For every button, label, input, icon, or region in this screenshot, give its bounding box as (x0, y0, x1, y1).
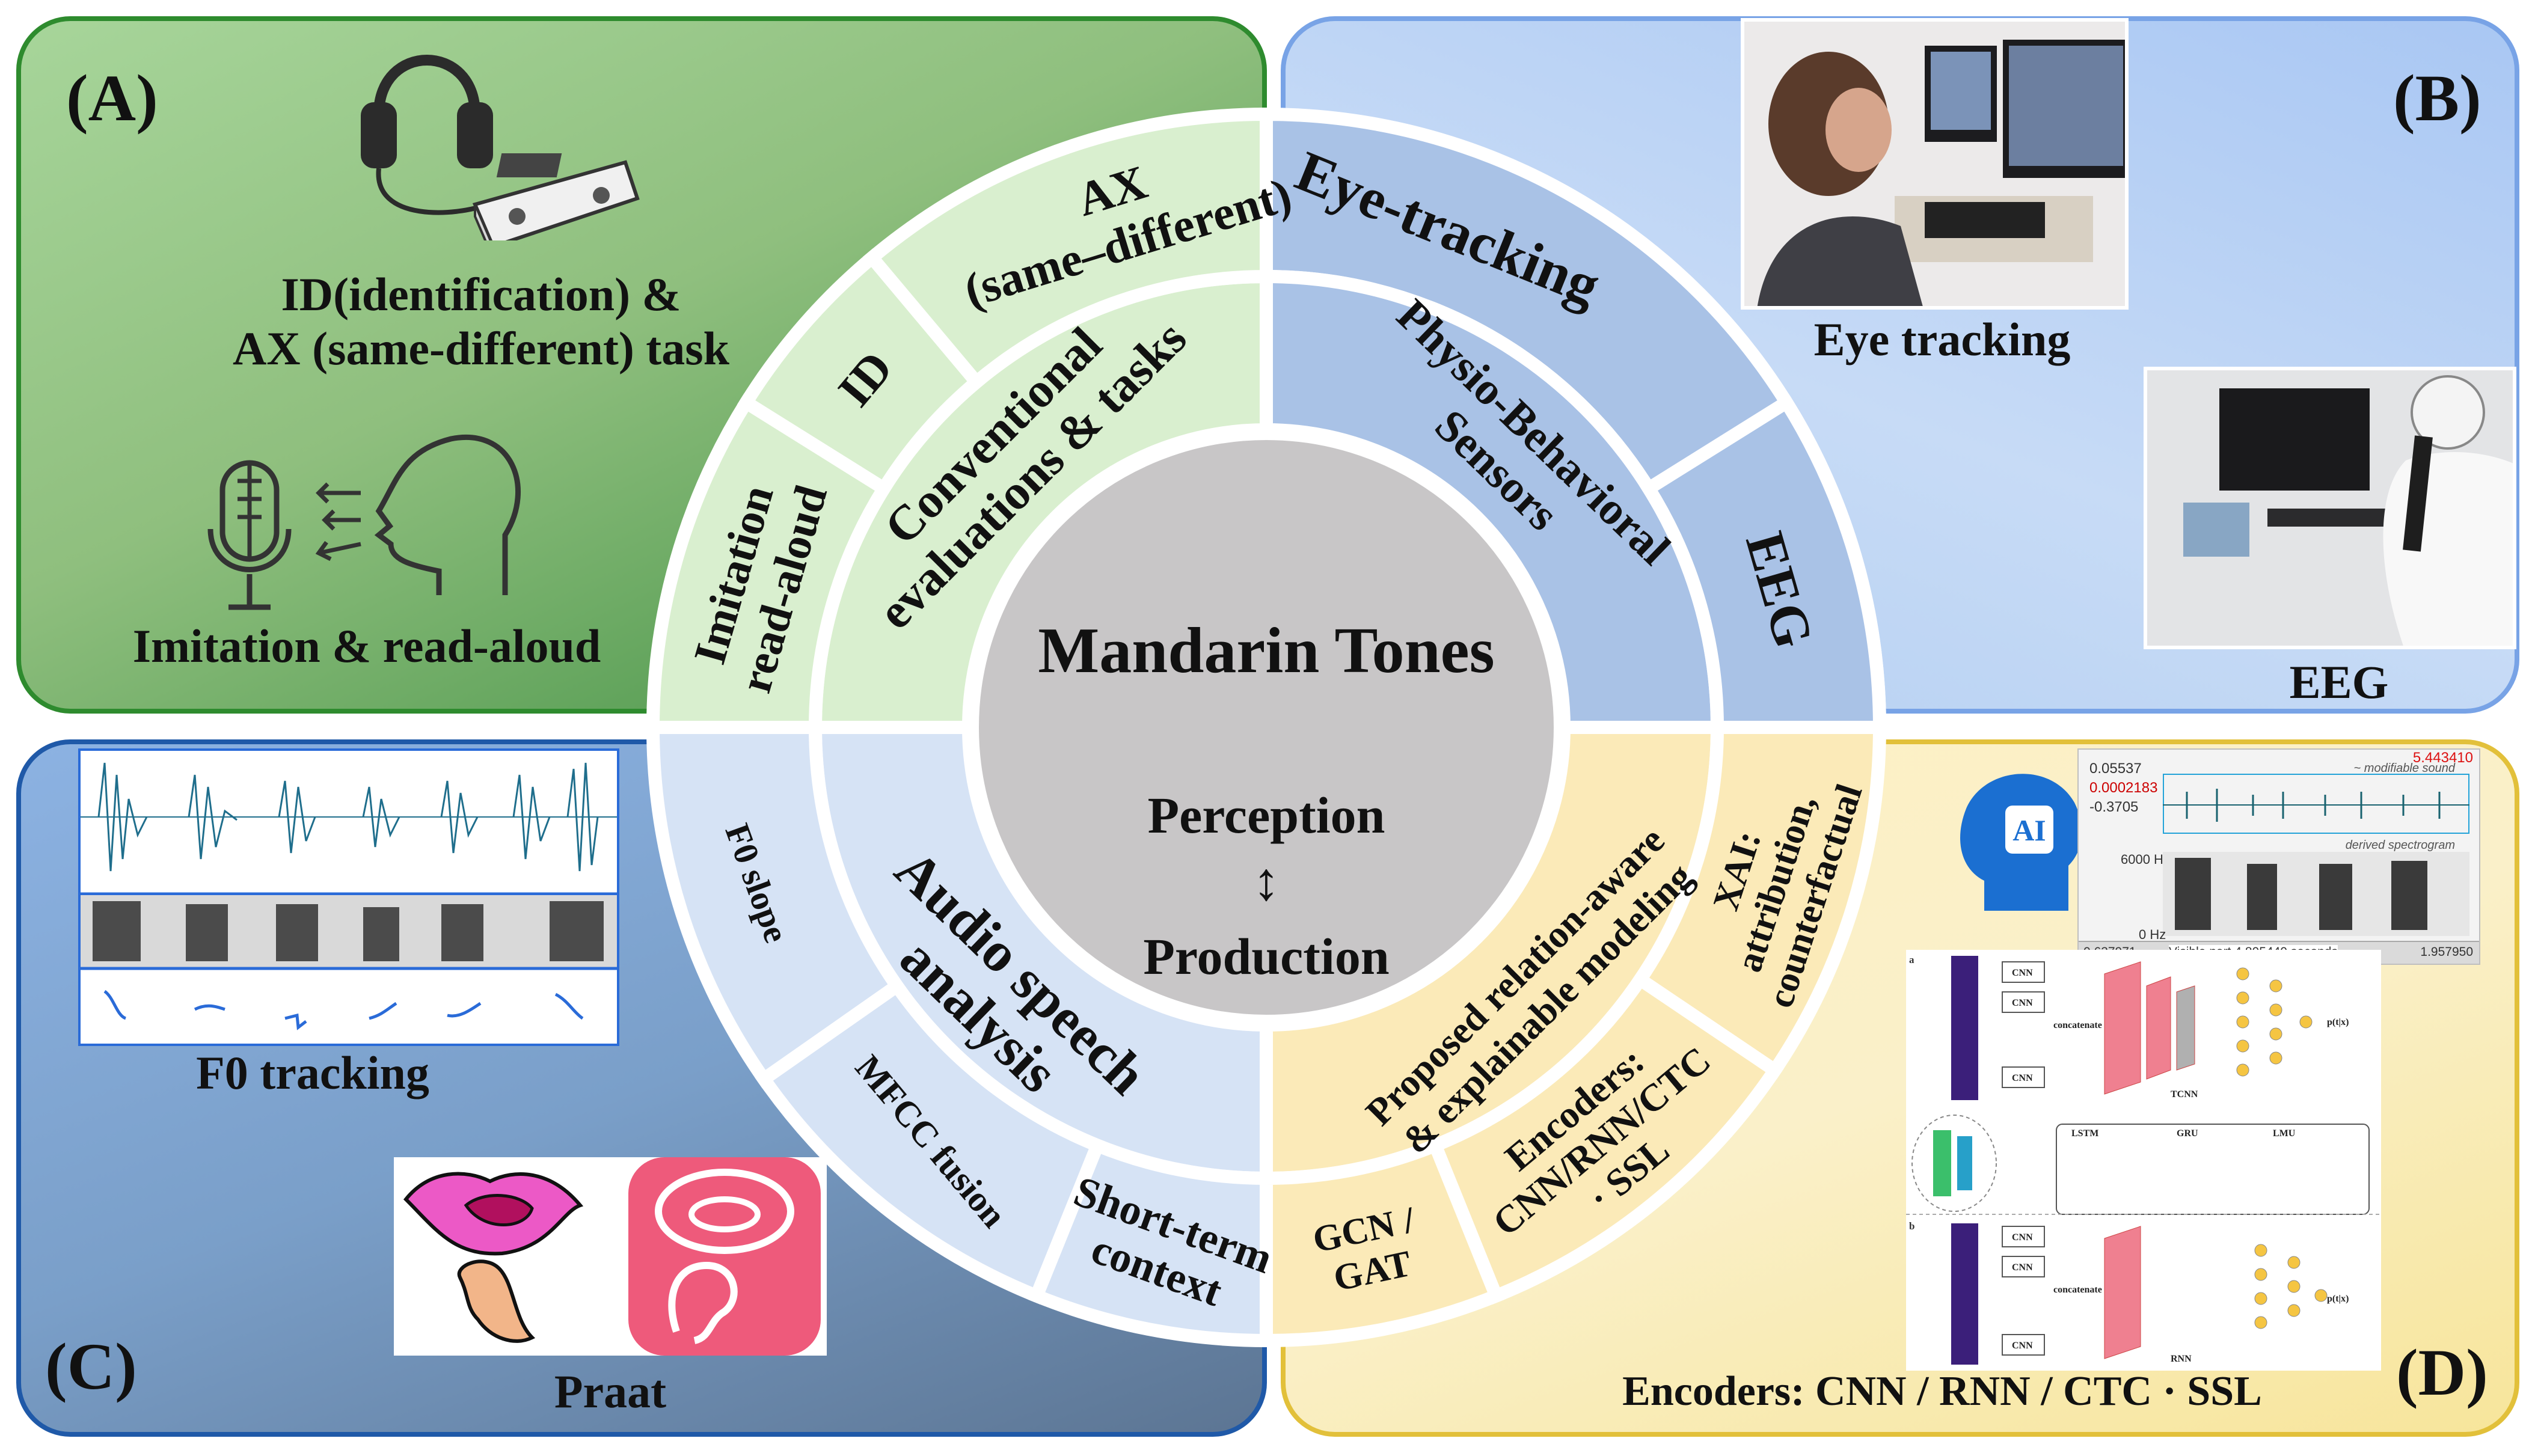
ai-icon-label: AI (2012, 813, 2046, 847)
arch-cnn-4: CNN (2012, 1232, 2033, 1243)
arch-concat-2: concatenate (2053, 1285, 2102, 1295)
readout-top-right: 5.443410 (2412, 750, 2473, 766)
arch-lstm: LSTM (2071, 1128, 2098, 1139)
panel-d-letter: (D) (2396, 1336, 2488, 1409)
model-architecture-figure: a b CNN CNN CNN CNN CNN CNN concatenate … (1906, 950, 2381, 1371)
center-production-line-1: Production (1143, 928, 1389, 985)
microphone-face-icon (207, 435, 521, 610)
id-ax-caption-line1: ID(identification) & (281, 268, 681, 320)
praat-caption: Praat (554, 1365, 667, 1418)
arch-cnn-3: CNN (2012, 1073, 2033, 1083)
f0-tracking-figure (78, 748, 619, 1046)
arch-tcnn: TCNN (2171, 1089, 2198, 1100)
readout-val3: -0.3705 (2089, 799, 2139, 815)
arch-concat-1: concatenate (2053, 1020, 2102, 1030)
readout-val1: 0.05537 (2089, 760, 2142, 777)
center-perception-line-1: Perception (1148, 786, 1385, 844)
panel-b-letter: (B) (2393, 61, 2481, 135)
ai-head-icon: AI (1960, 774, 2082, 911)
arch-lmu: LMU (2273, 1128, 2296, 1139)
readout-freq-hi: 6000 Hz (2121, 852, 2170, 867)
wheel-center (970, 432, 1562, 1023)
eeg-photo (2144, 367, 2516, 649)
f0-tracking-caption: F0 tracking (196, 1047, 429, 1099)
panel-c-letter: (C) (45, 1330, 137, 1403)
arch-pout-1: p(t|x) (2327, 1017, 2349, 1027)
sector-short-term (1028, 1137, 1273, 1348)
eeg-caption: EEG (2289, 656, 2389, 708)
id-ax-caption-line2: AX (same-different) task (232, 322, 730, 375)
arch-gru: GRU (2177, 1128, 2198, 1139)
readout-freq-lo: 0 Hz (2139, 927, 2166, 942)
eye-tracking-photo (1741, 18, 2129, 310)
center-production: Production (1143, 928, 1389, 985)
encoders-caption: Encoders: CNN / RNN / CTC · SSL (1622, 1368, 2262, 1415)
center-title: Mandarin Tones (1038, 615, 1494, 687)
center-title-line-1: Mandarin Tones (1038, 615, 1494, 687)
eye-tracking-caption: Eye tracking (1813, 313, 2071, 366)
readout-bottom-right: 1.957950 (2420, 945, 2473, 959)
arch-cnn-1: CNN (2012, 968, 2033, 978)
center-arrow: ↕ (1253, 852, 1280, 912)
arch-cnn-2: CNN (2012, 998, 2033, 1008)
panel-a-letter: (A) (66, 61, 158, 135)
arch-b-label: b (1909, 1220, 1914, 1232)
readout-note: ~ modifiable sound (2353, 762, 2455, 775)
praat-logos (394, 1157, 827, 1356)
imitation-caption: Imitation & read-aloud (132, 620, 601, 672)
readout-derived: derived spectrogram (2345, 839, 2455, 852)
arch-cnn-5: CNN (2012, 1262, 2033, 1273)
arch-rnn: RNN (2171, 1354, 2192, 1364)
readout-val2: 0.0002183 (2089, 780, 2158, 796)
arch-pout-2: p(t|x) (2327, 1294, 2349, 1304)
arch-a-label: a (1909, 954, 1914, 965)
center-arrow-line-1: ↕ (1253, 852, 1280, 912)
arch-cnn-6: CNN (2012, 1341, 2033, 1351)
sector-gcn (1260, 1137, 1505, 1348)
center-perception: Perception (1148, 786, 1385, 844)
sector-mfcc (755, 976, 1106, 1305)
sector-f0-slope (646, 721, 906, 1089)
headphones-audiometer-icon (361, 55, 640, 240)
